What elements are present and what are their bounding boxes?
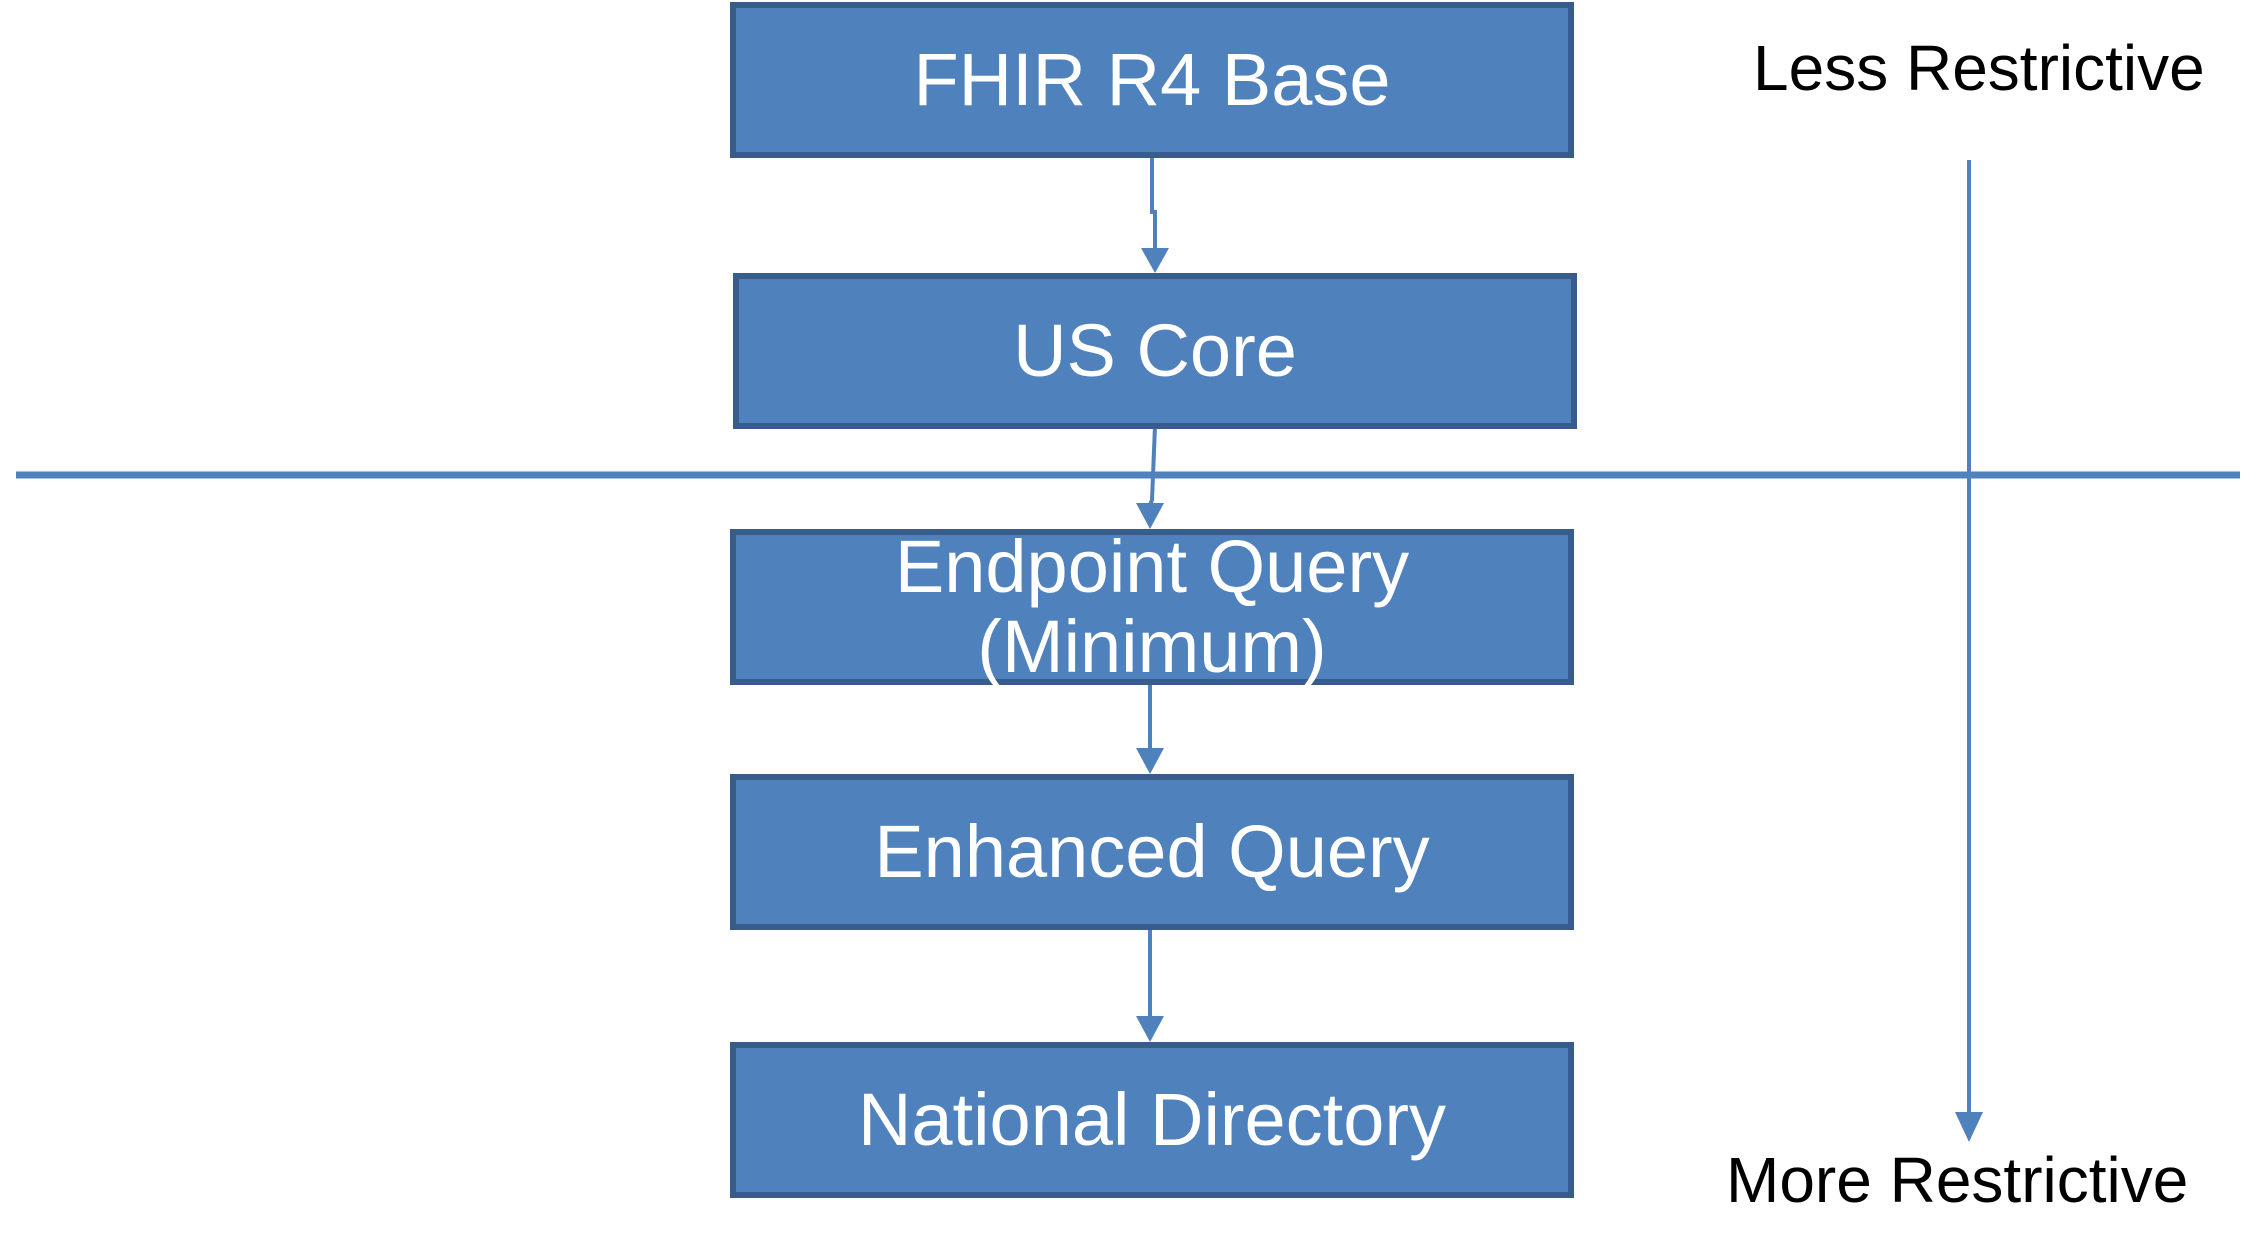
restrictiveness-arrowhead — [1955, 1112, 1983, 1142]
box-us-core: US Core — [733, 273, 1577, 429]
arrowhead-endpoint — [1136, 503, 1164, 529]
arrowhead-enhanced — [1136, 748, 1164, 774]
arrowhead-national — [1136, 1016, 1164, 1042]
arrow-uscore-to-endpoint — [1148, 425, 1157, 506]
arrowhead-uscore — [1141, 248, 1169, 273]
box-fhir-r4-base: FHIR R4 Base — [730, 2, 1574, 158]
arrow-fhir-to-uscore — [1150, 156, 1157, 250]
box-endpoint-query-minimum: Endpoint Query (Minimum) — [730, 527, 1574, 687]
label-more-restrictive: More Restrictive — [1726, 1144, 2189, 1216]
box-national-directory: National Directory — [730, 1042, 1574, 1198]
box-enhanced-query: Enhanced Query — [730, 774, 1574, 930]
label-less-restrictive: Less Restrictive — [1753, 32, 2205, 104]
